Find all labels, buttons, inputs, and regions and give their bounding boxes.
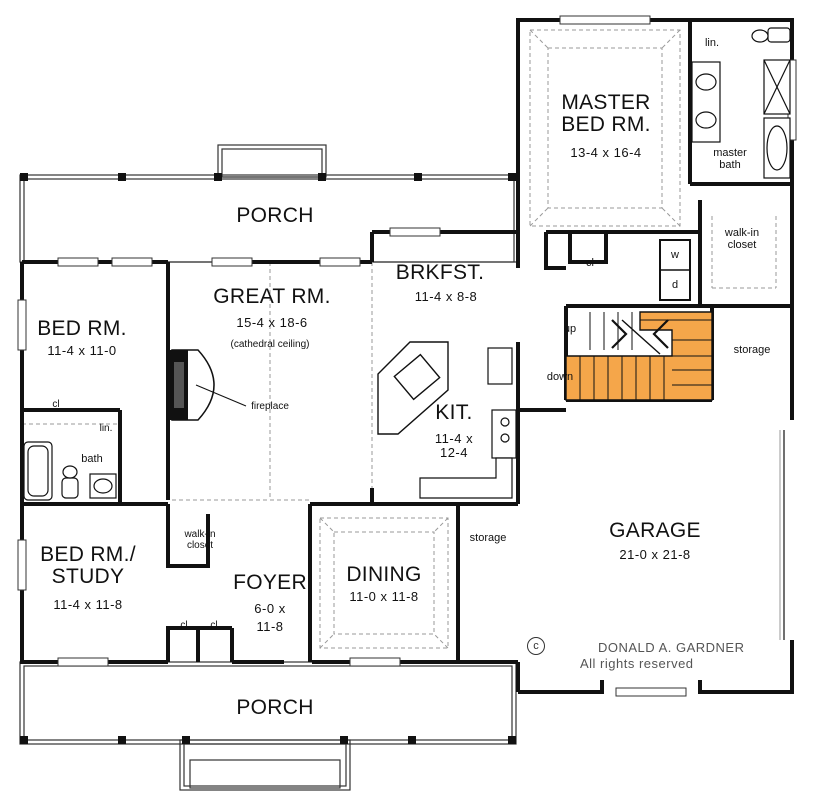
fireplace-unit [170, 349, 215, 421]
lin-bed-label: lin. [99, 423, 113, 434]
staircase [565, 311, 713, 401]
kitchen-name: KIT. [435, 401, 473, 424]
storage-right-label: storage [733, 344, 771, 356]
stairs-down-label: down [546, 371, 574, 383]
study-dim: 11-4 x 11-8 [53, 597, 123, 612]
master-bed-dim: 13-4 x 16-4 [570, 145, 642, 160]
dining-name: DINING [346, 563, 422, 586]
windows [17, 15, 797, 697]
foyer-name: FOYER [233, 571, 307, 594]
garage-dim: 21-0 x 21-8 [619, 547, 691, 562]
kitchen-island [377, 341, 449, 435]
brkfst-name: BRKFST. [395, 261, 485, 284]
great-room-note: (cathedral ceiling) [230, 339, 310, 350]
cl-bed-label: cl [52, 399, 60, 410]
master-bath-fixtures [691, 27, 791, 179]
copyright-name: DONALD A. GARDNER [598, 640, 745, 655]
fireplace-leader [195, 384, 247, 407]
stairs-up-label: up [563, 323, 577, 335]
washer-label: w [671, 249, 679, 261]
storage-left-label: storage [469, 532, 507, 544]
garage-name: GARAGE [609, 519, 701, 542]
fireplace-label: fireplace [251, 401, 289, 412]
brkfst-dim: 11-4 x 8-8 [414, 289, 478, 304]
cl-foyer-2-label: cl [210, 620, 218, 631]
great-room-name: GREAT RM. [213, 285, 331, 308]
cl-foyer-1-label: cl [180, 620, 188, 631]
dining-dim: 11-0 x 11-8 [349, 589, 419, 604]
bottom-porch-posts [20, 736, 516, 744]
hall-bath-fixtures [23, 441, 117, 501]
cl-top-label: cl [586, 257, 594, 269]
dryer-label: d [671, 279, 679, 291]
bottom-porch [19, 661, 517, 791]
study-name: BED RM./STUDY [40, 543, 136, 589]
dashed-lines [22, 29, 777, 649]
bath-label: bath [81, 453, 103, 465]
porch-top-label: PORCH [236, 204, 314, 227]
top-porch-posts [20, 173, 516, 181]
copyright-rights: All rights reserved [580, 656, 694, 671]
kitchen-counters [419, 347, 517, 499]
great-room-dim: 15-4 x 18-6 [236, 315, 308, 330]
bed-room-name: BED RM. [37, 317, 127, 340]
bed-room-dim: 11-4 x 11-0 [47, 343, 117, 358]
copyright-symbol: c [527, 637, 545, 655]
porch-bottom-label: PORCH [236, 696, 314, 719]
lin-top-label: lin. [704, 37, 720, 49]
